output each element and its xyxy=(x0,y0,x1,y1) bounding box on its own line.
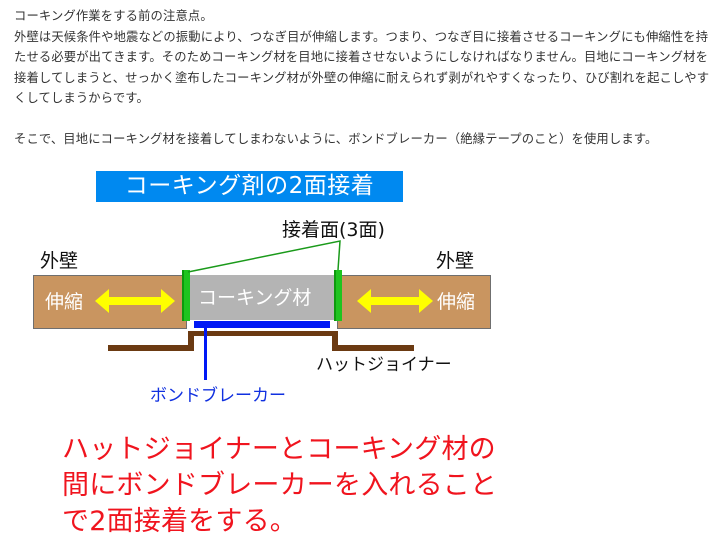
hat-joiner-left-riser xyxy=(188,331,194,351)
bond-breaker-leader-line xyxy=(204,326,207,380)
paragraph-bond-breaker: そこで、目地にコーキング材を接着してしまわないように、ボンドブレーカー（絶縁テー… xyxy=(14,132,658,146)
right-wall-label: 外壁 xyxy=(436,250,475,272)
bond-breaker-tape xyxy=(194,321,330,328)
article-heading: コーキング作業をする前の注意点。 xyxy=(14,9,213,23)
hat-joiner-right-riser xyxy=(332,331,338,351)
caulking-material xyxy=(190,275,335,320)
adhesion-leader-lines xyxy=(187,240,341,273)
caulking-material-label: コーキング材 xyxy=(198,287,312,309)
left-wall-expansion-text: 伸縮 xyxy=(45,291,84,313)
right-adhesion-surface xyxy=(334,270,342,321)
right-double-arrow-icon xyxy=(357,289,433,313)
hat-joiner-left-flange xyxy=(108,345,193,351)
paragraph-line: くしてしまうからです。 xyxy=(14,91,149,105)
note-line: ハットジョイナーとコーキング材の xyxy=(62,434,496,465)
paragraph-line: 外壁は天候条件や地震などの振動により、つなぎ目が伸縮します。つまり、つなぎ目に接… xyxy=(14,29,709,44)
note-line: で2面接着をする。 xyxy=(62,506,297,537)
paragraph-gap xyxy=(14,109,714,130)
two-surface-adhesion-note: ハットジョイナーとコーキング材の 間にボンドブレーカーを入れること で2面接着を… xyxy=(62,432,497,540)
left-double-arrow-icon xyxy=(95,289,175,313)
diagram-title-banner: コーキング剤の2面接着 xyxy=(96,171,403,202)
hat-joiner-label: ハットジョイナー xyxy=(316,355,452,375)
right-wall-expansion-text: 伸縮 xyxy=(437,291,476,313)
note-line: 間にボンドブレーカーを入れること xyxy=(62,470,498,501)
article-text: コーキング作業をする前の注意点。 外壁は天候条件や地震などの振動により、つなぎ目… xyxy=(14,6,714,150)
caulking-diagram: コーキング剤の2面接着 接着面(3面) 外壁 外壁 コーキング材 伸縮 伸縮 ボ… xyxy=(0,150,720,548)
paragraph-line: たせる必要が出てきます。そのためコーキング材を目地に接着させないようにしなければ… xyxy=(14,50,709,64)
hat-joiner-right-flange xyxy=(332,345,414,351)
adhesion-surface-label: 接着面(3面) xyxy=(282,219,385,241)
hat-joiner-top xyxy=(188,331,337,336)
bond-breaker-label: ボンドブレーカー xyxy=(150,386,286,406)
left-wall-label: 外壁 xyxy=(40,250,79,272)
paragraph-line: 接着してしまうと、せっかく塗布したコーキング材が外壁の伸縮に耐えられず剥がれやす… xyxy=(14,70,710,85)
left-adhesion-surface xyxy=(182,270,190,321)
